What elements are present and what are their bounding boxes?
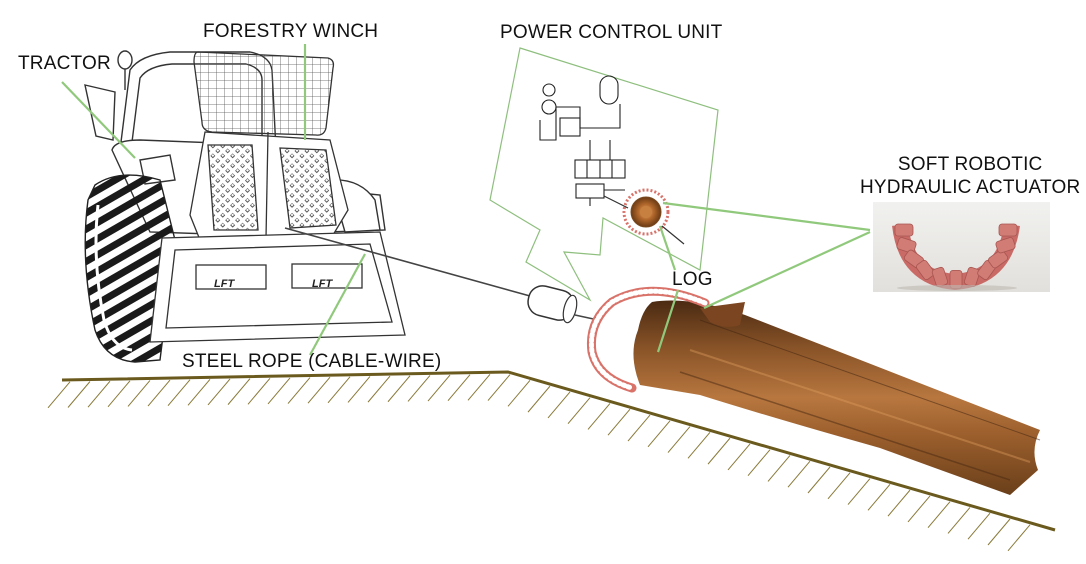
winch-logo-left: LFT <box>214 278 235 290</box>
ground-hatch-line <box>947 507 971 534</box>
ground-hatch-line <box>587 403 611 430</box>
ground-hatch-line <box>727 443 751 471</box>
ground-hatch-line <box>487 374 511 401</box>
ground <box>47 370 1056 552</box>
ground-hatch-line <box>647 420 671 448</box>
ground-hatch-line <box>887 489 911 517</box>
winch-logo-right: LFT <box>312 278 333 290</box>
ground-hatch-line <box>607 408 631 436</box>
ground-hatch-line <box>147 379 171 407</box>
power-control-unit-label: POWER CONTROL UNIT <box>500 22 723 43</box>
ground-hatch-line <box>267 377 291 405</box>
forestry-winch-drawing <box>149 51 406 343</box>
actuator-finger <box>916 259 935 280</box>
ground-hatch-line <box>47 381 71 409</box>
ground-hatch-line <box>707 437 731 465</box>
ground-hatch-line <box>547 391 571 419</box>
power-control-unit <box>489 47 719 302</box>
log-label: LOG <box>672 269 713 290</box>
ground-hatch-line <box>87 380 111 408</box>
ground-hatch-line <box>207 378 231 406</box>
ground-hatch-line <box>127 380 151 407</box>
ground-hatch-line <box>967 512 991 540</box>
actuator-finger <box>988 249 1009 269</box>
soft-actuator-label: SOFT ROBOTIC HYDRAULIC ACTUATOR <box>860 153 1080 199</box>
ground-hatch-line <box>307 376 331 404</box>
ground-hatch-line <box>867 484 891 511</box>
ground-hatch-line <box>107 380 131 408</box>
ground-hatch-line <box>387 375 411 403</box>
ground-hatch-line <box>287 377 311 404</box>
ground-hatch-line <box>847 478 871 505</box>
ground-hatch-line <box>527 385 551 413</box>
actuator-finger <box>995 237 1016 254</box>
ground-hatch-line <box>467 373 491 401</box>
ground-hatch-line <box>327 376 351 404</box>
ground-hatch-line <box>247 377 271 405</box>
soft-actuator-on-log <box>586 286 710 393</box>
soft-actuator-label-line1: SOFT ROBOTIC <box>897 154 1043 175</box>
tractor-label: TRACTOR <box>18 53 111 74</box>
ground-hatch-line <box>747 449 771 477</box>
ground-hatch-line <box>427 374 451 402</box>
ground-hatch-line <box>627 414 651 442</box>
ground-hatch-line <box>927 501 951 528</box>
ground-hatch-line <box>67 381 91 408</box>
ground-hatch-line <box>227 378 251 405</box>
actuator-finger <box>894 223 914 237</box>
ground-hatch-line <box>787 460 811 488</box>
ground-hatch-line <box>507 380 531 407</box>
ground-hatch-line <box>987 518 1011 546</box>
ground-hatch-line <box>187 379 211 406</box>
ground-hatch-line <box>667 426 691 453</box>
soft-actuator-label-line2: HYDRAULIC ACTUATOR <box>860 177 1081 198</box>
log <box>633 300 1041 495</box>
ground-hatch-line <box>807 466 831 494</box>
ground-hatch-line <box>407 375 431 402</box>
ground-hatch-line <box>827 472 851 500</box>
ground-hatch-line <box>347 376 371 403</box>
steel-rope-label: STEEL ROPE (CABLE-WIRE) <box>182 351 442 372</box>
forestry-winch-label: FORESTRY WINCH <box>203 21 379 42</box>
ground-hatch-line <box>567 397 591 425</box>
ground-hatch-line <box>687 432 711 459</box>
soft-actuator-photo <box>873 202 1050 292</box>
ground-hatch-line <box>367 375 391 403</box>
steel-rope <box>284 227 599 324</box>
ground-hatch-line <box>167 379 191 407</box>
ground-hatch-line <box>907 495 931 523</box>
actuator-finger <box>998 223 1018 237</box>
ground-hatch-line <box>1007 524 1031 552</box>
pointer-lines <box>61 44 871 356</box>
ground-hatch-line <box>447 374 471 402</box>
ground-hatch-line <box>767 455 791 482</box>
actuator-finger <box>896 237 917 254</box>
